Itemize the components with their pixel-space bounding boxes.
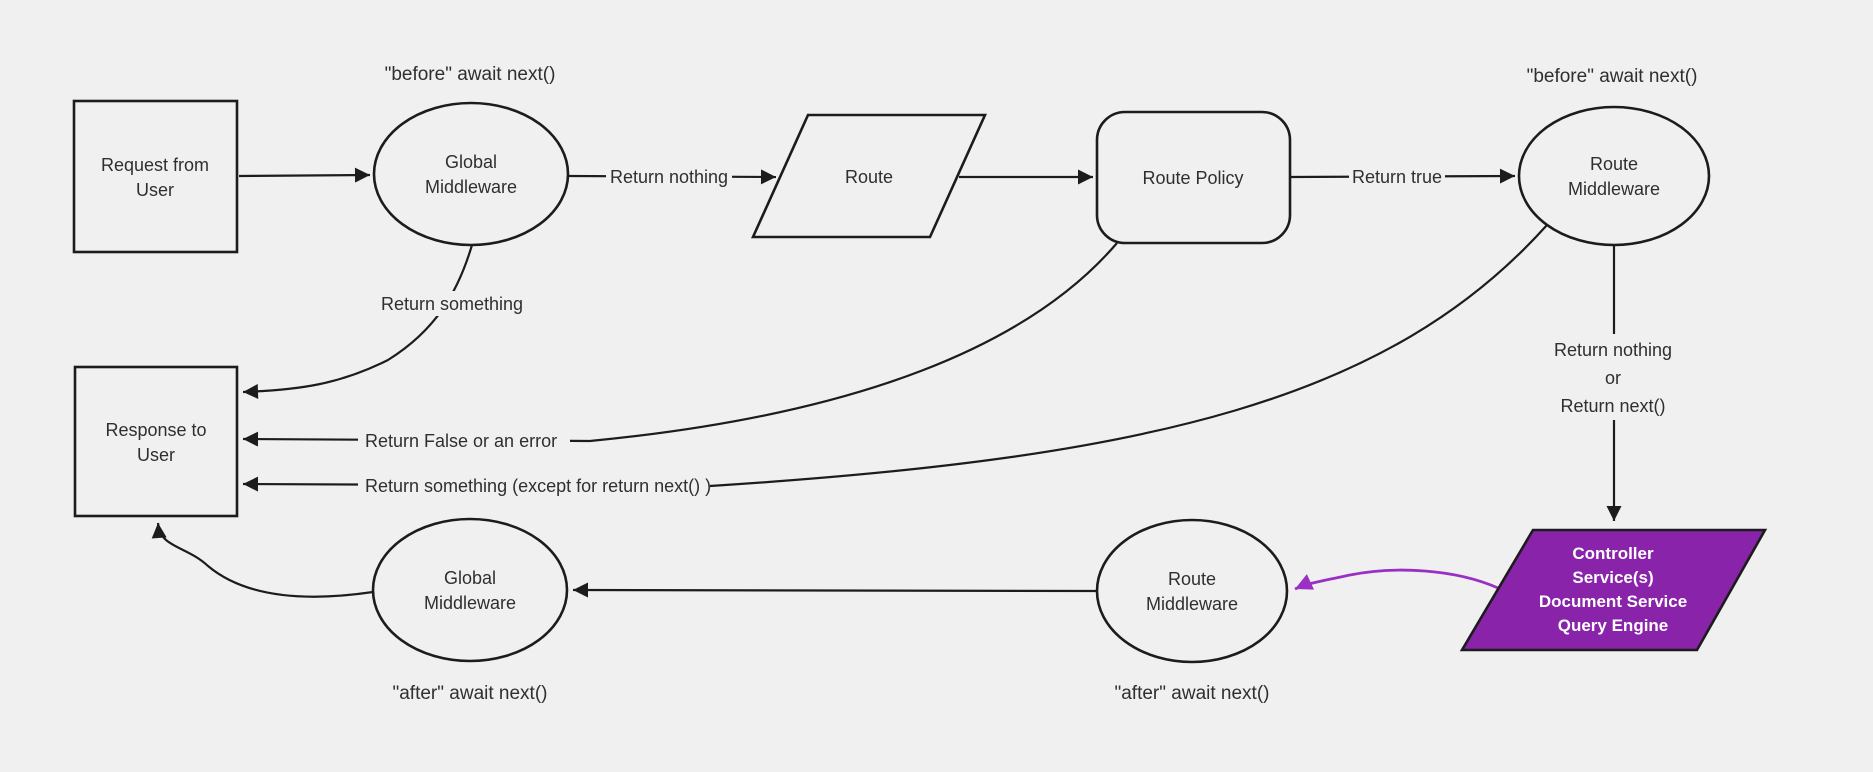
node-route-label: Route	[845, 167, 893, 187]
edge-label-return-nothing-or-next-3: Return next()	[1560, 396, 1665, 416]
node-response-to-user	[73, 365, 239, 518]
edge-global-middleware-to-response-bottom	[151, 522, 374, 598]
edges	[151, 167, 1622, 598]
node-route-middleware-top-label-1: Route	[1590, 154, 1638, 174]
node-global-middleware-top	[372, 101, 570, 247]
node-global-middleware-top-label-1: Global	[445, 152, 497, 172]
node-route-middleware-bottom-label-2: Middleware	[1146, 594, 1238, 614]
edge-label-bg	[381, 291, 523, 316]
node-route-policy-label: Route Policy	[1142, 168, 1243, 188]
edge-label-bg	[358, 473, 710, 498]
node-controller-label-3: Document Service	[1539, 592, 1687, 611]
edge-label-bg	[606, 164, 732, 190]
edge-label-return-something: Return something	[381, 294, 523, 314]
annotation-before-await-right: "before" await next()	[1527, 66, 1698, 87]
node-route-middleware-top	[1517, 105, 1711, 247]
edge-controller-to-route-middleware	[1294, 568, 1499, 591]
node-route-policy	[1095, 110, 1292, 245]
edge-route-middleware-to-response	[242, 224, 1548, 492]
node-request-from-user-label-2: User	[136, 180, 174, 200]
node-request-from-user	[72, 99, 239, 254]
edge-global-middleware-to-response	[242, 244, 474, 399]
edge-label-return-nothing: Return nothing	[610, 167, 728, 187]
edge-route-policy-to-response	[242, 242, 1118, 447]
node-global-middleware-bottom-label-1: Global	[444, 568, 496, 588]
edge-label-bg	[358, 428, 570, 453]
node-global-middleware-bottom-label-2: Middleware	[424, 593, 516, 613]
node-route	[750, 113, 988, 239]
node-response-to-user-label-2: User	[137, 445, 175, 465]
edge-label-return-nothing-or-next-1: Return nothing	[1554, 340, 1672, 360]
annotation-after-await-left: "after" await next()	[393, 683, 548, 704]
edge-label-return-false: Return False or an error	[365, 431, 557, 451]
edge-request-to-global-middleware	[238, 167, 371, 183]
nodes: Request from User Global Middleware Rout…	[72, 99, 1768, 664]
node-route-middleware-top-label-2: Middleware	[1568, 179, 1660, 199]
node-controller-label-2: Service(s)	[1572, 568, 1653, 587]
node-response-to-user-label-1: Response to	[105, 420, 206, 440]
annotation-before-await-left: "before" await next()	[385, 64, 556, 85]
edge-label-return-something-except: Return something (except for return next…	[365, 476, 711, 496]
edge-label-bg	[1349, 164, 1445, 190]
annotations: "before" await next() "before" await nex…	[385, 64, 1698, 704]
node-controller-label-4: Query Engine	[1558, 616, 1669, 635]
node-global-middleware-top-label-2: Middleware	[425, 177, 517, 197]
edge-label-return-true: Return true	[1352, 167, 1442, 187]
node-global-middleware-bottom	[371, 517, 569, 663]
annotation-after-await-right: "after" await next()	[1115, 683, 1270, 704]
edge-label-bg	[1540, 334, 1688, 420]
edge-route-middleware-to-global-middleware	[572, 582, 1098, 598]
edge-labels: Return nothing Return true Return someth…	[358, 164, 1688, 498]
node-controller-services	[1459, 528, 1768, 652]
node-controller-label-1: Controller	[1572, 544, 1654, 563]
edge-label-return-nothing-or-next-2: or	[1605, 368, 1621, 388]
node-route-middleware-bottom	[1095, 518, 1289, 664]
node-request-from-user-label-1: Request from	[101, 155, 209, 175]
node-route-middleware-bottom-label-1: Route	[1168, 569, 1216, 589]
